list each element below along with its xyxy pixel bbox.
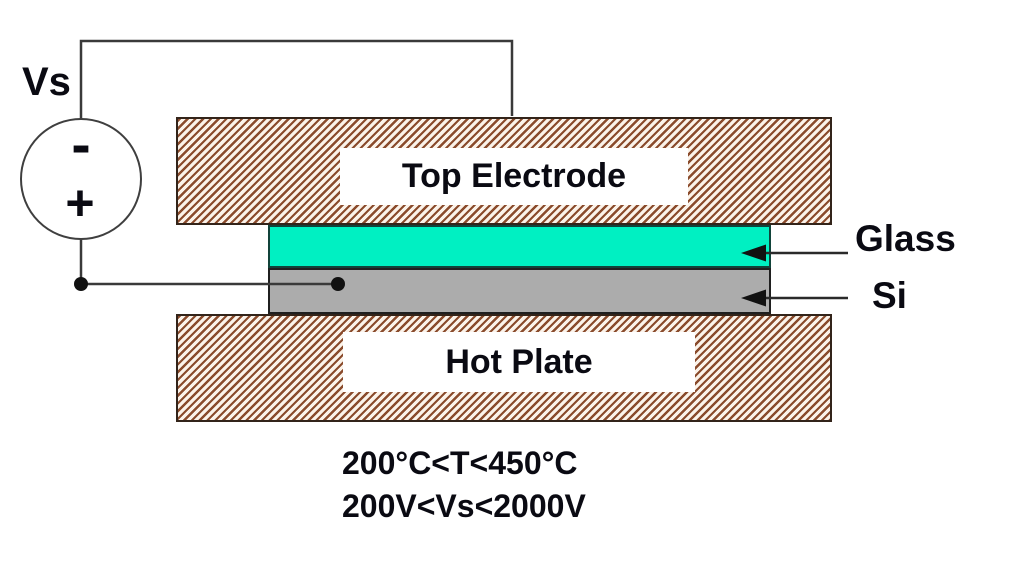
si-arrowhead-icon [741, 289, 766, 307]
junction-dot-left [74, 277, 88, 291]
voltage-range-text: 200V<Vs<2000V [342, 488, 586, 524]
glass-layer [268, 225, 771, 268]
hot-plate-label: Hot Plate [445, 342, 593, 381]
glass-arrowhead-icon [741, 244, 766, 262]
hot-plate-label-box: Hot Plate [343, 332, 695, 392]
top-electrode-label-box: Top Electrode [340, 148, 688, 205]
si-arrow [741, 289, 848, 307]
silicon-layer [268, 268, 771, 314]
top-electrode-label: Top Electrode [401, 157, 627, 195]
voltage-source-label: Vs [22, 60, 71, 104]
wire-top [79, 39, 514, 121]
glass-arrow [741, 244, 848, 262]
si-label: Si [872, 275, 907, 316]
wire-bottom [79, 238, 338, 286]
junction-dot-silicon [331, 277, 345, 291]
voltage-source-circle [20, 118, 142, 240]
temperature-range-text: 200°C<T<450°C [342, 445, 578, 481]
negative-terminal-label: - [71, 111, 91, 177]
positive-terminal-label: + [65, 175, 95, 231]
glass-label: Glass [855, 218, 956, 259]
process-conditions: 200°C<T<450°C 200V<Vs<2000V [342, 442, 586, 528]
